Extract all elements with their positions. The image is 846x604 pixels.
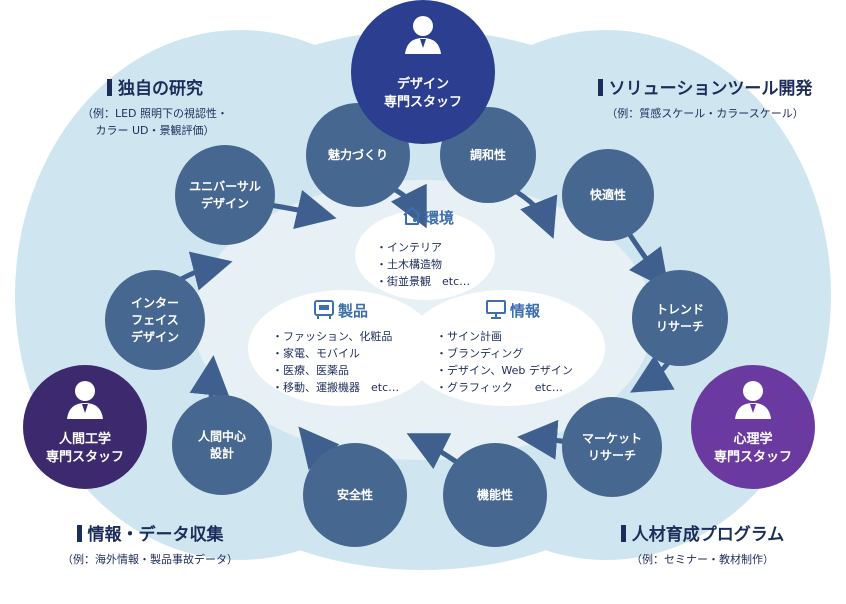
corner-data-collection-title: 情報・データ収集: [87, 525, 224, 545]
heading-bar: [107, 79, 112, 96]
domain-env-item-2: ・土木構造物: [376, 257, 442, 271]
domain-info-item-1: ・サイン計画: [436, 329, 502, 343]
corner-own-research: 独自の研究 （例：LED 照明下の視認性・ カラー UD・景観評価）: [40, 74, 270, 139]
staff-label-line2: 専門スタッフ: [384, 94, 462, 110]
corner-data-collection-example: （例：海外情報・製品事故データ）: [62, 553, 238, 566]
ring-label-kaiteki: 快適性: [590, 187, 626, 202]
corner-solution-tools-title: ソリューションツール開発: [608, 79, 813, 99]
ring-label-interface: デザイン: [131, 329, 179, 344]
ring-bubble: [562, 397, 662, 497]
ring-label-kinou: 機能性: [477, 487, 513, 502]
heading-bar: [76, 525, 82, 542]
monitor-icon: [486, 300, 506, 319]
ring-label-ningen: 設計: [210, 446, 234, 461]
domain-product-item-4: ・移動、運搬機器 etc…: [272, 380, 399, 394]
domain-info-item-3: ・デザイン、Web デザイン: [436, 363, 573, 377]
ring-label-chowa: 調和性: [470, 147, 506, 162]
corner-own-research-title: 独自の研究: [118, 79, 203, 99]
domain-product-title: 製品: [337, 302, 368, 320]
corner-training-program-title: 人材育成プログラム: [631, 525, 785, 545]
corner-own-research-example-1: （例：LED 照明下の視認性・: [81, 107, 229, 120]
domain-product-item-3: ・医療、医薬品: [272, 363, 349, 377]
house-icon: [403, 207, 421, 225]
corner-solution-tools: ソリューションツール開発 （例：質感スケール・カラースケール）: [565, 74, 845, 122]
corner-training-program: 人材育成プログラム （例：セミナー・教材制作）: [565, 520, 840, 568]
staff-circle: [691, 365, 815, 489]
ring-label-interface: フェイス: [131, 313, 179, 327]
person-icon: [405, 16, 441, 54]
domain-info: 情報 ・サイン計画 ・ブランディング ・デザイン、Web デザイン ・グラフィッ…: [436, 300, 573, 394]
staff-label-line1: 心理学: [733, 431, 772, 447]
heading-bar: [620, 525, 626, 542]
person-icon: [67, 381, 103, 419]
ring-label-interface: インター: [131, 296, 179, 310]
ring-bubble: [443, 443, 547, 547]
domain-env-item-3: ・街並景観 etc…: [376, 274, 470, 288]
domain-info-item-2: ・ブランディング: [436, 346, 523, 360]
person-icon: [735, 381, 771, 419]
domain-info-item-4: ・グラフィック etc…: [436, 380, 563, 394]
staff-label-line2: 専門スタッフ: [46, 449, 124, 465]
center-clouds: [248, 210, 605, 406]
ring-bubble: [303, 443, 407, 547]
staff-label-line2: 専門スタッフ: [714, 449, 792, 465]
ring-label-market: マーケット: [582, 432, 642, 446]
product-icon: [314, 300, 334, 319]
ring-label-universal: デザイン: [201, 196, 249, 211]
ring-label-miryoku: 魅力づくり: [328, 147, 388, 162]
domain-product: 製品 ・ファッション、化粧品 ・家電、モバイル ・医療、医薬品 ・移動、運搬機器…: [272, 300, 399, 394]
ring-label-anzen: 安全性: [337, 487, 373, 502]
heading-bar: [597, 79, 603, 96]
corner-training-program-example: （例：セミナー・教材制作）: [631, 553, 774, 566]
ring-bubble: [105, 270, 205, 370]
ring-label-universal: ユニバーサル: [189, 180, 261, 194]
ring-bubble: [632, 270, 728, 366]
ring-item-kaiteki: 快適性: [562, 149, 654, 241]
cloud-info: [405, 290, 605, 406]
ring-bubble: [175, 145, 275, 245]
staff-circle: [23, 365, 147, 489]
ring-bubble: [172, 395, 272, 495]
domain-env-item-1: ・インテリア: [376, 241, 442, 254]
domain-env: 環境 ・インテリア ・土木構造物 ・街並景観 etc…: [376, 207, 470, 288]
ring-item-kinou: 機能性: [443, 443, 547, 547]
domain-product-item-1: ・ファッション、化粧品: [272, 329, 392, 343]
cloud-env: [355, 210, 495, 300]
cloud-product: [248, 290, 438, 406]
cycle-ring: 魅力づくり調和性快適性トレンドリサーチマーケットリサーチ機能性安全性人間中心設計…: [105, 103, 728, 547]
domain-info-title: 情報: [510, 302, 541, 320]
cycle-arrow: [625, 229, 669, 291]
ring-label-trend: トレンド: [656, 303, 704, 317]
domain-env-title: 環境: [424, 209, 454, 227]
ring-label-ningen: 人間中心: [198, 429, 246, 444]
staff-label-line1: デザイン: [397, 76, 449, 92]
corner-data-collection: 情報・データ収集 （例：海外情報・製品事故データ）: [30, 520, 270, 568]
corner-solution-tools-example: （例：質感スケール・カラースケール）: [606, 107, 804, 120]
ring-label-market: リサーチ: [588, 449, 636, 463]
corner-own-research-example-2: カラー UD・景観評価）: [95, 124, 215, 137]
ring-item-anzen: 安全性: [303, 443, 407, 547]
domain-product-item-2: ・家電、モバイル: [272, 346, 360, 360]
staff-circle: [351, 0, 495, 144]
ring-bubble: [562, 149, 654, 241]
staff-label-line1: 人間工学: [59, 431, 111, 447]
ring-label-trend: リサーチ: [656, 320, 704, 334]
cycle-arrow: [267, 189, 337, 229]
